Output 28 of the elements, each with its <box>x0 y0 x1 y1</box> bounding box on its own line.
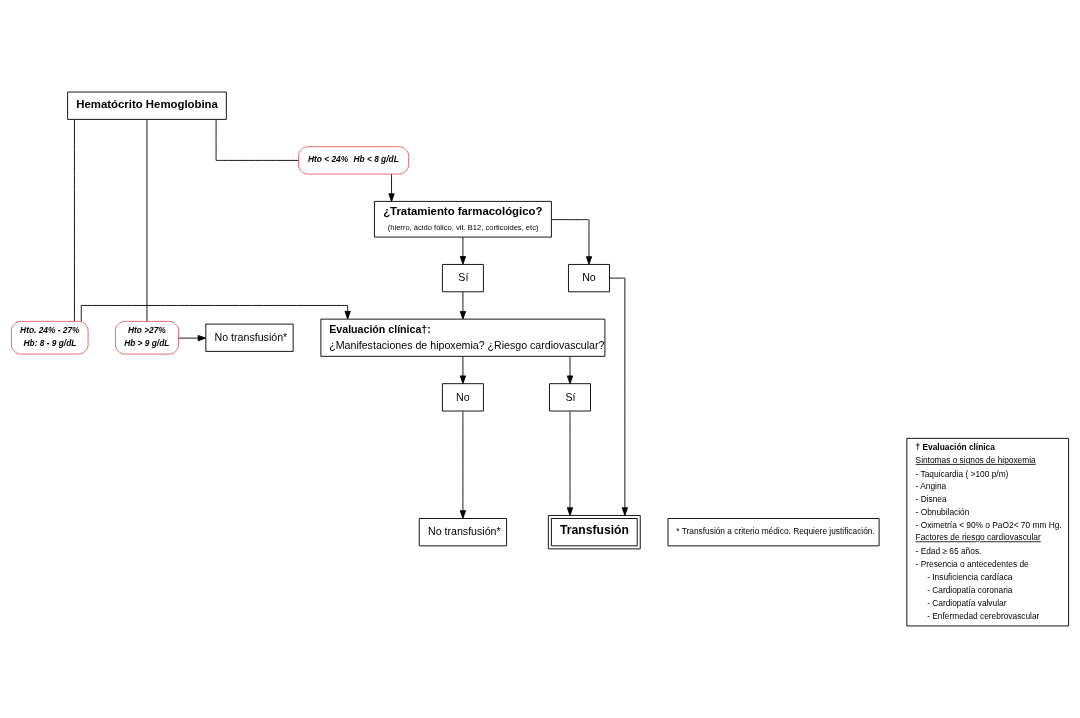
arrow <box>566 410 574 516</box>
node-box: No <box>441 383 484 412</box>
connector <box>215 119 299 161</box>
node-box: Hto. 24% - 27% Hb: 8 - 9 g/dL <box>10 320 89 355</box>
connector <box>146 119 148 322</box>
arrow <box>459 356 467 384</box>
node-box: No <box>568 264 610 293</box>
node-box: Sí <box>549 383 591 412</box>
arrow <box>388 173 395 202</box>
arrow <box>566 356 574 384</box>
node-box: * Transfusión a criterio médico. Requiere justificación. <box>667 518 880 547</box>
arrow <box>609 277 628 516</box>
node-box: Sí <box>441 264 484 293</box>
node-box: No transfusión* <box>205 323 294 352</box>
node-box: Hto < 24% Hb < 8 g/dL <box>298 146 410 175</box>
node-box: Evaluación clínica†: ¿Manifestaciones de hipoxemia? ¿Riesgo cardiovascular? <box>320 318 606 357</box>
connector <box>73 119 75 322</box>
node-box: Hto >27% Hb > 9 g/dL <box>115 320 179 355</box>
arrow <box>459 236 467 265</box>
arrow <box>80 305 351 322</box>
arrow <box>178 335 207 342</box>
node-box: † Evaluación clínica Sintomas o signos de hipoxemia - Taquicardia ( >100 p/m) - Angina - Disnea - Obnubilación - Oximetría < 90% o PaO2< 70 mm Hg. Factores de riesgo cardiovascular - Edad ≥ 65 años. - Presencia o antecedentes de - Insuficiencia cardíaca - Cardiopatía coronaria - Cardiopatía valvular - Enfermedad cerebrovascular <box>906 437 1070 627</box>
node-box: ¿Tratamiento farmacológico? (hierro, ácido fólico, vit. B12, corticoides, etc) <box>373 200 552 238</box>
node-box: Hematócrito Hemoglobina <box>67 91 227 120</box>
arrow <box>459 291 467 320</box>
node-box: No transfusión* <box>418 518 508 547</box>
arrow <box>551 219 593 265</box>
arrow <box>459 410 467 519</box>
